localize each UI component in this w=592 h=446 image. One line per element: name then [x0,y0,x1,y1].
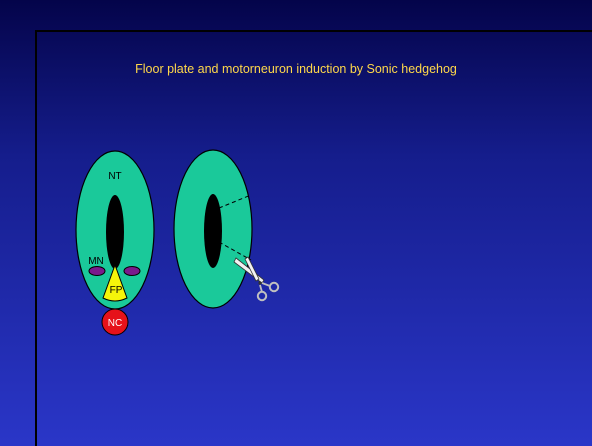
neural-tube-lumen-right [204,194,222,268]
label-nt: NT [108,171,121,182]
label-nc: NC [108,318,122,329]
motorneuron-right [124,267,140,276]
motorneuron-left [89,267,105,276]
neural-tube-lumen-left [106,195,124,269]
label-mn: MN [88,256,104,267]
label-fp: FP [110,285,123,296]
